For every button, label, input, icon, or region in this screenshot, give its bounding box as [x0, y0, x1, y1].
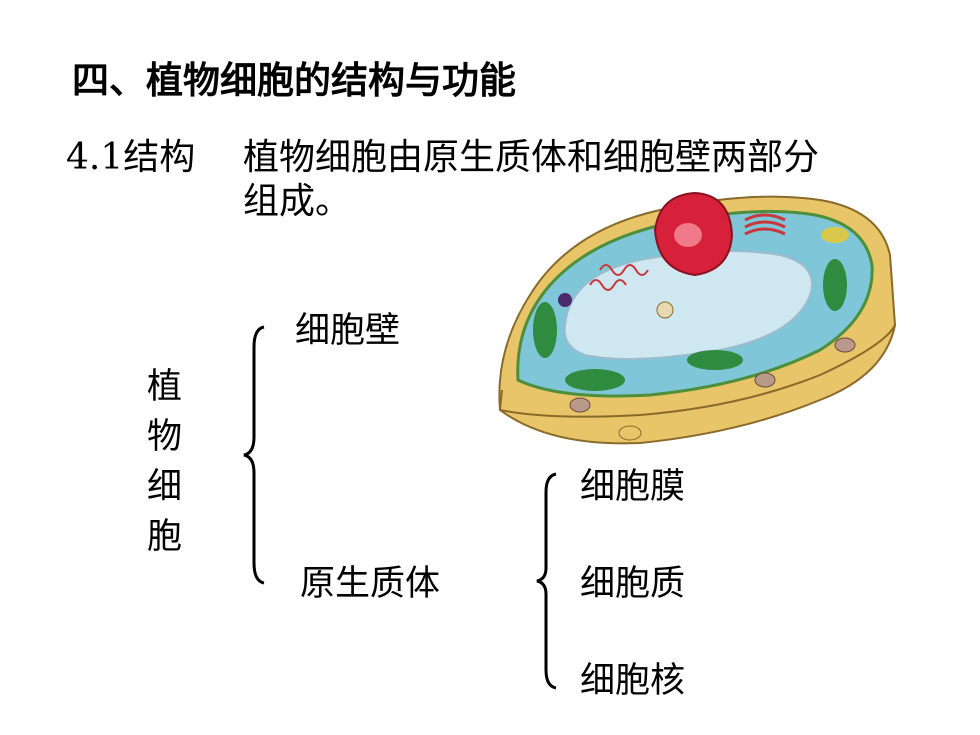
brace-left: [243, 325, 265, 585]
chloroplast-shape: [687, 350, 743, 370]
root-char: 胞: [147, 517, 183, 557]
label-cell-wall: 细胞壁: [295, 311, 401, 351]
plant-cell-illustration: [498, 191, 897, 445]
page-title: 四、植物细胞的结构与功能: [72, 59, 516, 102]
section-number: 4.1结构: [66, 137, 196, 178]
chloroplast-shape: [565, 369, 625, 391]
section-text-line1: 植物细胞由原生质体和细胞壁两部分: [243, 137, 820, 178]
vacuole-shape: [563, 250, 813, 360]
label-protoplast: 原生质体: [300, 564, 441, 604]
root-char: 细: [147, 467, 183, 507]
label-cell-membrane: 细胞膜: [580, 467, 686, 507]
label-nucleus: 细胞核: [580, 661, 686, 701]
section-text-line2: 组成。: [243, 181, 352, 222]
root-label-plant-cell: 植 物 细 胞: [147, 362, 187, 562]
root-char: 植: [147, 367, 183, 407]
label-cytoplasm: 细胞质: [580, 564, 686, 604]
chloroplast-shape: [823, 259, 847, 311]
chloroplast-shape: [821, 227, 849, 243]
root-char: 物: [147, 417, 183, 457]
chloroplast-shape: [533, 302, 557, 358]
brace-right: [536, 472, 557, 690]
